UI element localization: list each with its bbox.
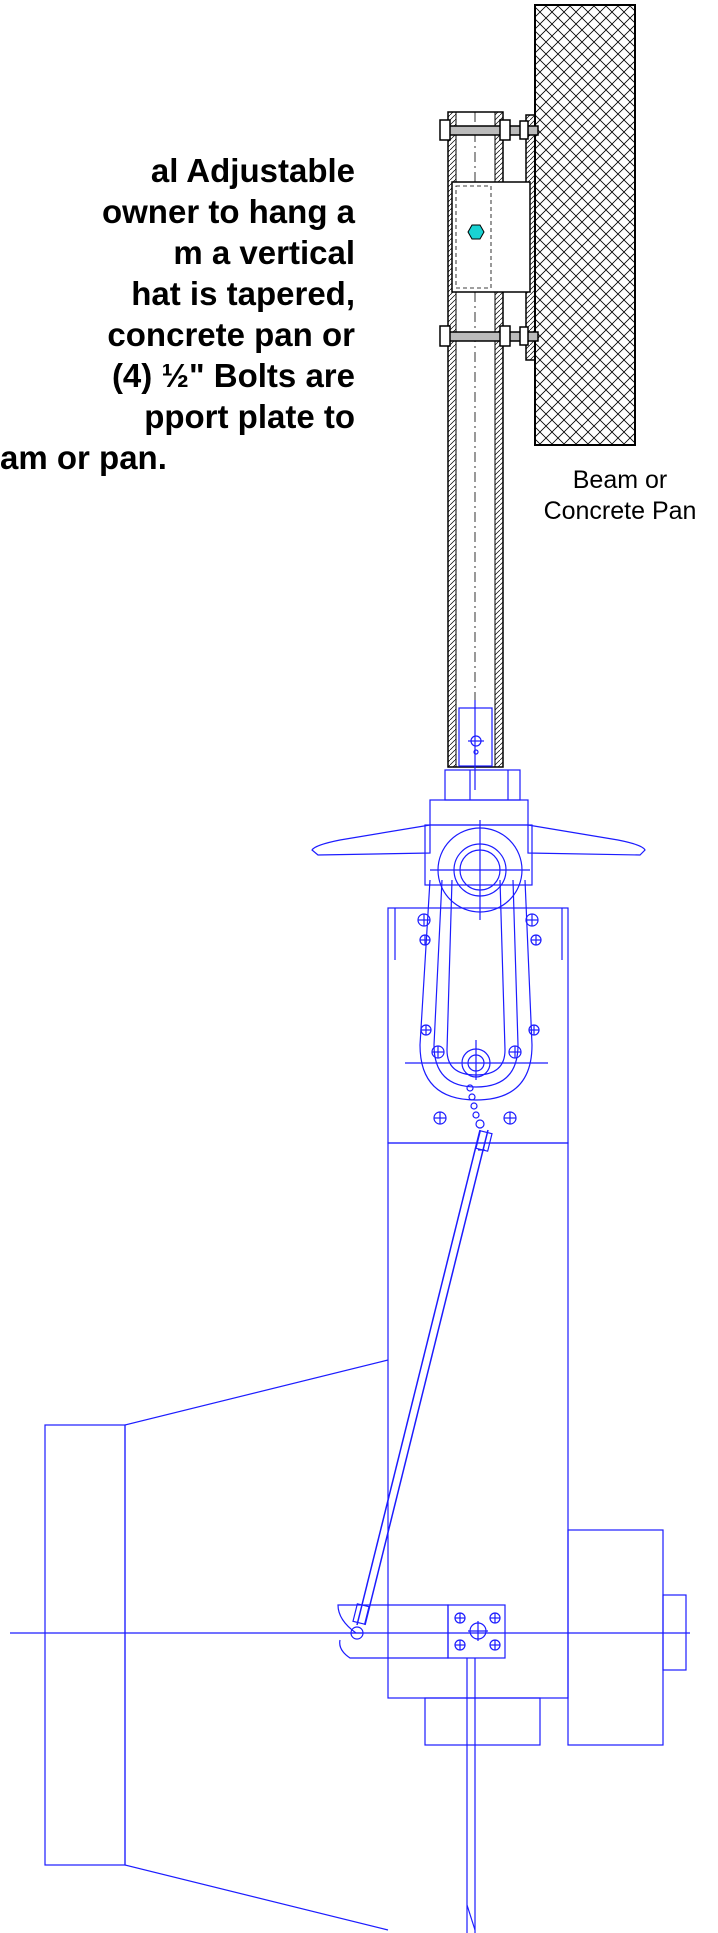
description-line: al Adjustable — [150, 152, 355, 189]
description-line: pport plate to — [144, 398, 355, 435]
description-line: owner to hang a — [101, 193, 355, 230]
beam-label-line-1: Beam or — [572, 466, 668, 494]
lower-bolt — [439, 325, 539, 347]
description-text: al Adjustable owner to hang a m a vertic… — [0, 150, 355, 478]
beam-label: Beam or Concrete Pan — [520, 465, 718, 527]
description-line: m a vertical — [173, 234, 355, 271]
beam-label-line-2: Concrete Pan — [543, 497, 697, 525]
description-line: hat is tapered, — [131, 275, 355, 312]
bolt-marker-icon — [467, 224, 485, 240]
description-line: concrete pan or — [107, 316, 355, 353]
concrete-beam — [534, 4, 636, 446]
operator-mechanism — [10, 700, 690, 1933]
upper-bolt — [439, 119, 539, 141]
description-line: am or pan. — [0, 439, 167, 476]
clamp-block — [451, 181, 531, 293]
description-line: (4) ½" Bolts are — [111, 357, 355, 394]
